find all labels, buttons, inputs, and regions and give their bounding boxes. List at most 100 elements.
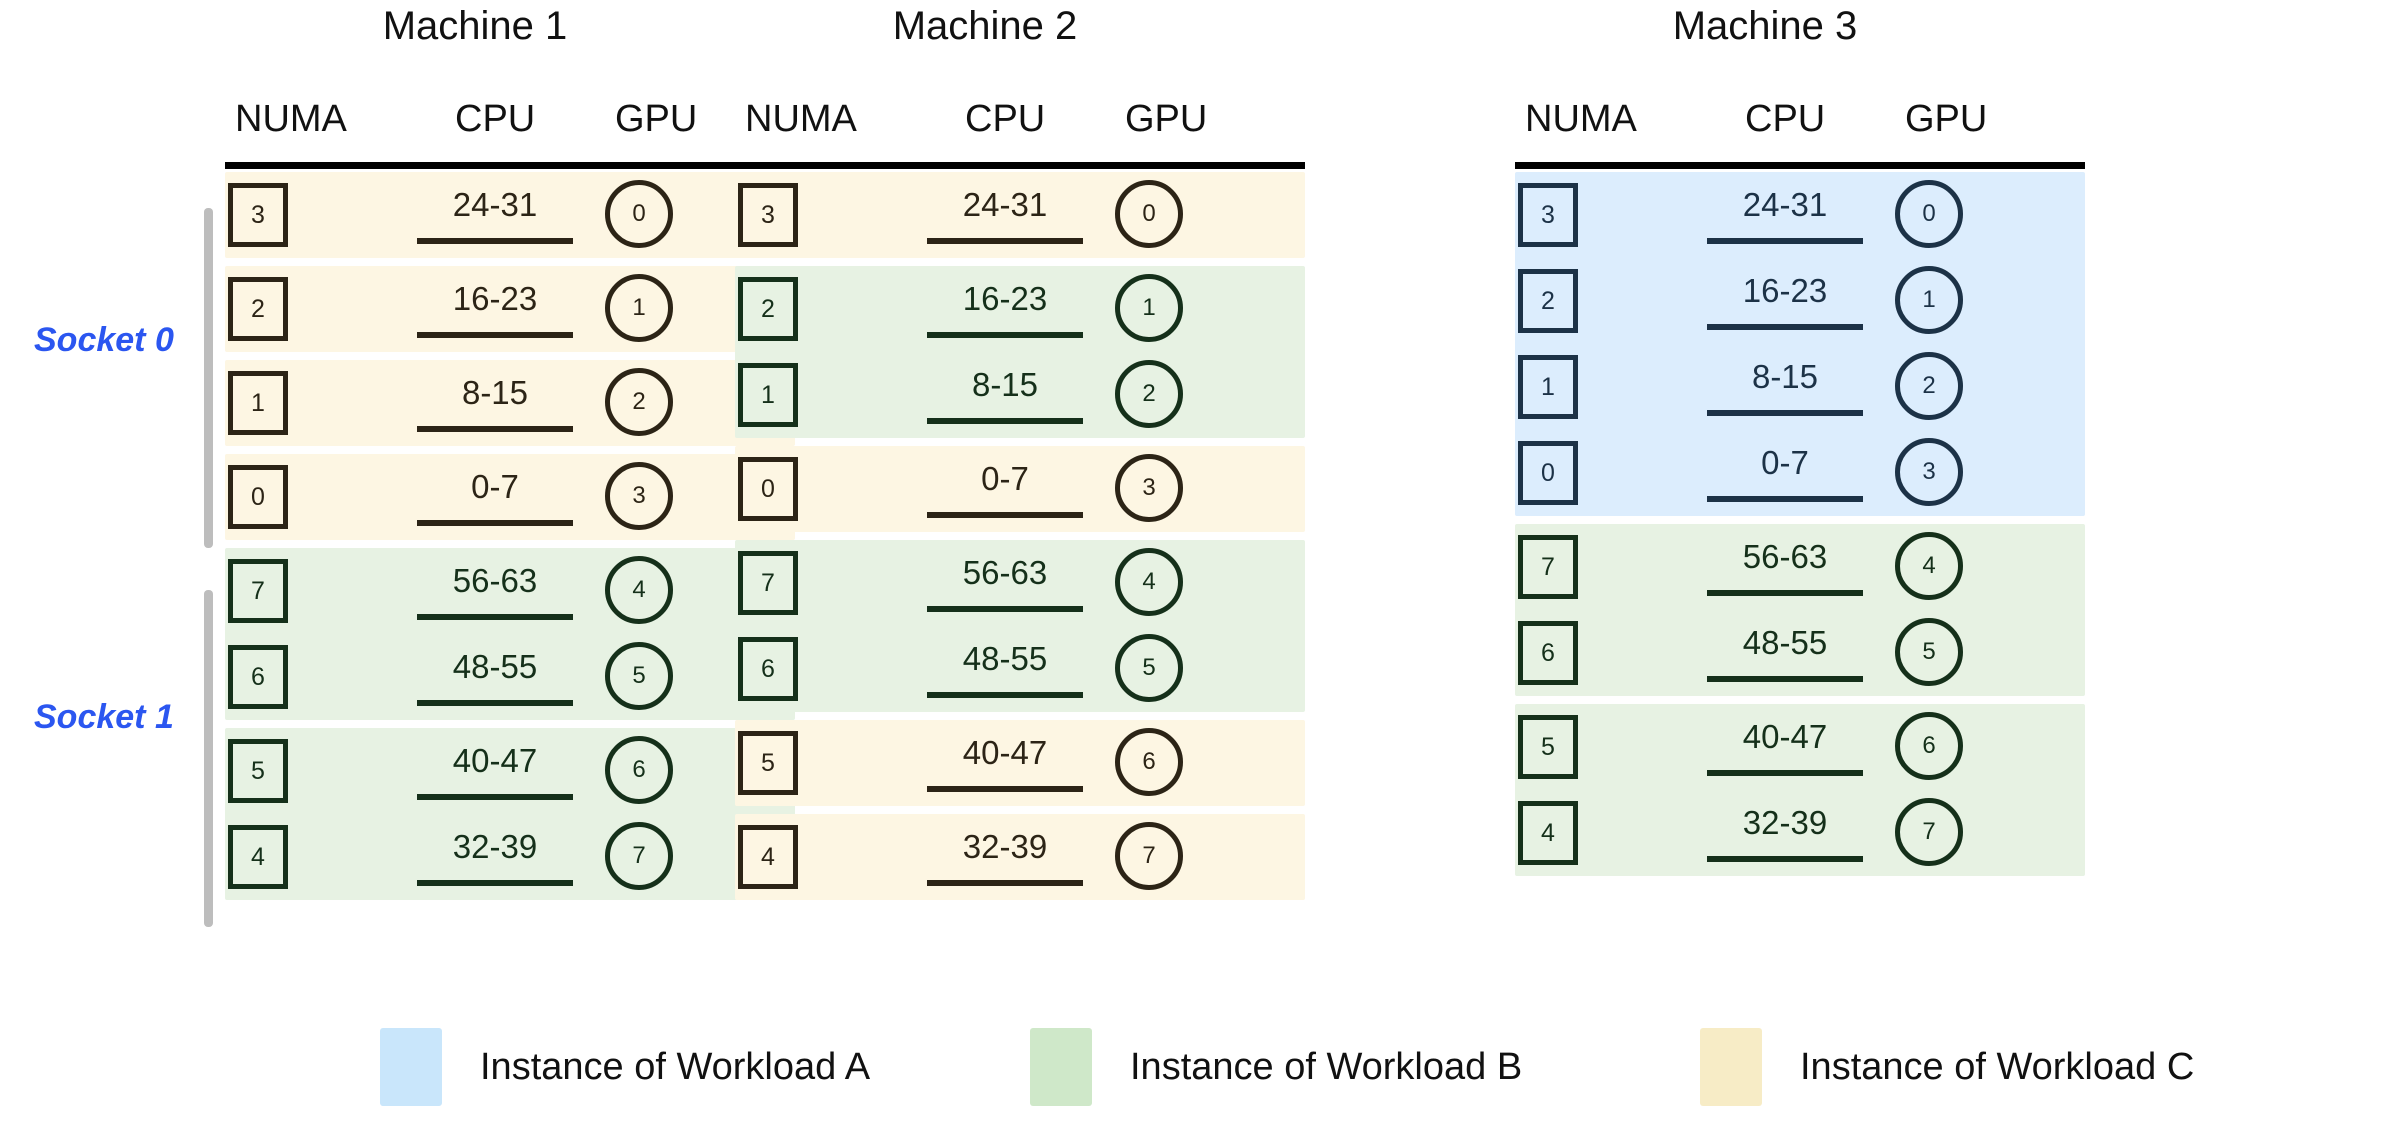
- numa-node-box[interactable]: 6: [738, 637, 798, 701]
- numa-node-box[interactable]: 4: [1518, 801, 1578, 865]
- numa-node-box[interactable]: 6: [228, 645, 288, 709]
- gpu-circle[interactable]: 6: [605, 736, 673, 804]
- gpu-circle[interactable]: 2: [605, 368, 673, 436]
- gpu-circle[interactable]: 7: [605, 822, 673, 890]
- numa-node-box[interactable]: 5: [738, 731, 798, 795]
- gpu-circle[interactable]: 0: [605, 180, 673, 248]
- gpu-circle[interactable]: 3: [605, 462, 673, 530]
- numa-node-box[interactable]: 1: [228, 371, 288, 435]
- numa-row[interactable]: 4 32-39 7: [1515, 790, 2085, 876]
- numa-node-box[interactable]: 0: [738, 457, 798, 521]
- numa-node-box[interactable]: 3: [738, 183, 798, 247]
- cpu-range-label: 40-47: [452, 742, 538, 779]
- numa-node-box[interactable]: 1: [1518, 355, 1578, 419]
- numa-node-box[interactable]: 6: [1518, 621, 1578, 685]
- cpu-range-label: 32-39: [1742, 804, 1828, 841]
- gpu-circle[interactable]: 1: [1115, 274, 1183, 342]
- gpu-circle[interactable]: 1: [1895, 266, 1963, 334]
- gpu-circle[interactable]: 3: [1115, 454, 1183, 522]
- cpu-range-underline: [417, 700, 573, 706]
- gpu-circle[interactable]: 2: [1115, 360, 1183, 428]
- gpu-circle[interactable]: 3: [1895, 438, 1963, 506]
- gpu-circle[interactable]: 6: [1115, 728, 1183, 796]
- numa-node-box[interactable]: 0: [228, 465, 288, 529]
- column-header-gpu: GPU: [1905, 98, 1988, 140]
- gpu-circle[interactable]: 4: [1895, 532, 1963, 600]
- cpu-range-underline: [927, 606, 1083, 612]
- gpu-circle[interactable]: 2: [1895, 352, 1963, 420]
- machine-title: Machine 2: [892, 4, 1078, 48]
- gpu-circle[interactable]: 5: [1115, 634, 1183, 702]
- gpu-circle[interactable]: 6: [1895, 712, 1963, 780]
- gpu-circle[interactable]: 0: [1115, 180, 1183, 248]
- cpu-range-underline: [927, 786, 1083, 792]
- numa-node-box[interactable]: 2: [228, 277, 288, 341]
- cpu-range-underline: [927, 238, 1083, 244]
- numa-row[interactable]: 5 40-47 6: [225, 728, 795, 814]
- cpu-range-underline: [927, 418, 1083, 424]
- numa-node-box[interactable]: 3: [1518, 183, 1578, 247]
- numa-node-box[interactable]: 4: [738, 825, 798, 889]
- gpu-circle[interactable]: 7: [1115, 822, 1183, 890]
- numa-node-box[interactable]: 7: [1518, 535, 1578, 599]
- column-header-cpu: CPU: [965, 98, 1046, 140]
- gpu-circle[interactable]: 4: [1115, 548, 1183, 616]
- numa-node-box[interactable]: 4: [228, 825, 288, 889]
- numa-node-box[interactable]: 7: [228, 559, 288, 623]
- gpu-circle[interactable]: 1: [605, 274, 673, 342]
- gpu-circle[interactable]: 5: [605, 642, 673, 710]
- gpu-circle[interactable]: 4: [605, 556, 673, 624]
- numa-node-box[interactable]: 2: [1518, 269, 1578, 333]
- gpu-circle[interactable]: 7: [1895, 798, 1963, 866]
- numa-node-box[interactable]: 5: [1518, 715, 1578, 779]
- numa-node-box[interactable]: 3: [228, 183, 288, 247]
- gpu-circle[interactable]: 0: [1895, 180, 1963, 248]
- numa-node-box[interactable]: 7: [738, 551, 798, 615]
- numa-node-box[interactable]: 0: [1518, 441, 1578, 505]
- header-rule: [1515, 162, 2085, 169]
- gpu-circle[interactable]: 5: [1895, 618, 1963, 686]
- numa-node-box[interactable]: 1: [738, 363, 798, 427]
- numa-node-box[interactable]: 2: [738, 277, 798, 341]
- numa-node-box[interactable]: 5: [228, 739, 288, 803]
